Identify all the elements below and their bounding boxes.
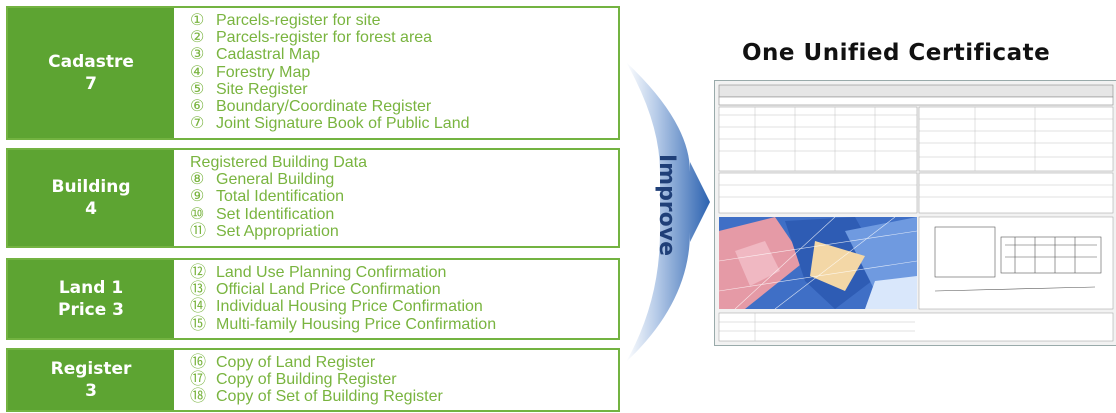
cadastre-count: 7 (85, 74, 97, 94)
register-label-box: Register 3 (8, 350, 174, 410)
building-label: Building (51, 177, 131, 197)
cadastre-label: Cadastre (48, 52, 134, 72)
certificate-image (714, 80, 1116, 346)
register-count: 3 (85, 381, 97, 401)
land-price-label-box: Land 1 Price 3 (8, 260, 174, 338)
result-title: One Unified Certificate (742, 40, 1051, 66)
land-price-label: Land 1 (58, 278, 124, 298)
certificate-illustration (715, 81, 1116, 345)
building-label-box: Building 4 (8, 150, 174, 246)
improve-arrow-icon (626, 62, 710, 362)
improve-label-svg: Improve (654, 154, 679, 256)
improve-label-wrap: Improve (638, 120, 694, 290)
building-heading: Registered Building Data (190, 154, 367, 171)
register-label: Register (50, 359, 132, 379)
building-count: 4 (85, 199, 97, 219)
land-price-count: Price 3 (57, 300, 125, 320)
improve-label: Improve (654, 154, 679, 256)
cadastre-label-box: Cadastre 7 (8, 8, 174, 138)
